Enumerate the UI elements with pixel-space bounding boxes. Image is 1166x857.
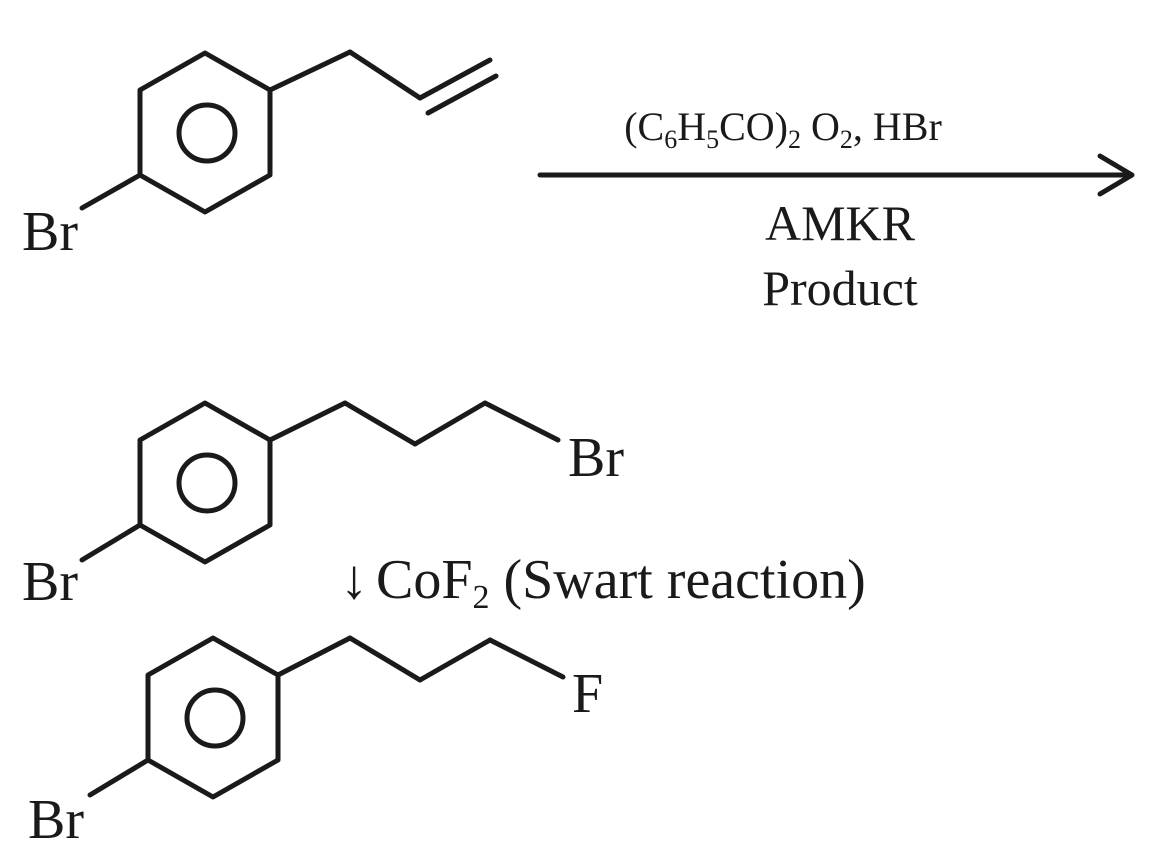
c-br-bond (79, 172, 143, 211)
ring-bromo-label: Br (28, 789, 84, 851)
ring-bromo-label: Br (22, 551, 78, 613)
step1-reagents: (C6H5CO)2 O2, HBr (624, 104, 942, 154)
benzene-ring (137, 400, 273, 565)
bromo-substituent-label: Br (22, 201, 78, 263)
propyl-chain (275, 635, 566, 683)
reaction-arrow-step1: (C6H5CO)2 O2, HBr AMKR Product (537, 104, 1135, 316)
c-br-bond (87, 757, 151, 798)
reactant-molecule: Br (22, 49, 499, 263)
arrow-head (1097, 153, 1135, 197)
allyl-chain (267, 49, 499, 116)
chain-fluoro-label: F (572, 663, 603, 725)
product-molecule: Br Br (22, 400, 624, 613)
benzene-ring (137, 50, 273, 215)
c-br-bond (79, 522, 143, 563)
benzene-ring (145, 635, 281, 800)
final-molecule: F Br (28, 635, 603, 851)
step1-product-note: Product (762, 260, 918, 316)
chain-bromo-label: Br (568, 427, 624, 489)
step2-reagent: ↓CoF2 (Swart reaction) (340, 549, 866, 616)
step1-condition: AMKR (765, 195, 916, 251)
propyl-chain (267, 400, 561, 447)
